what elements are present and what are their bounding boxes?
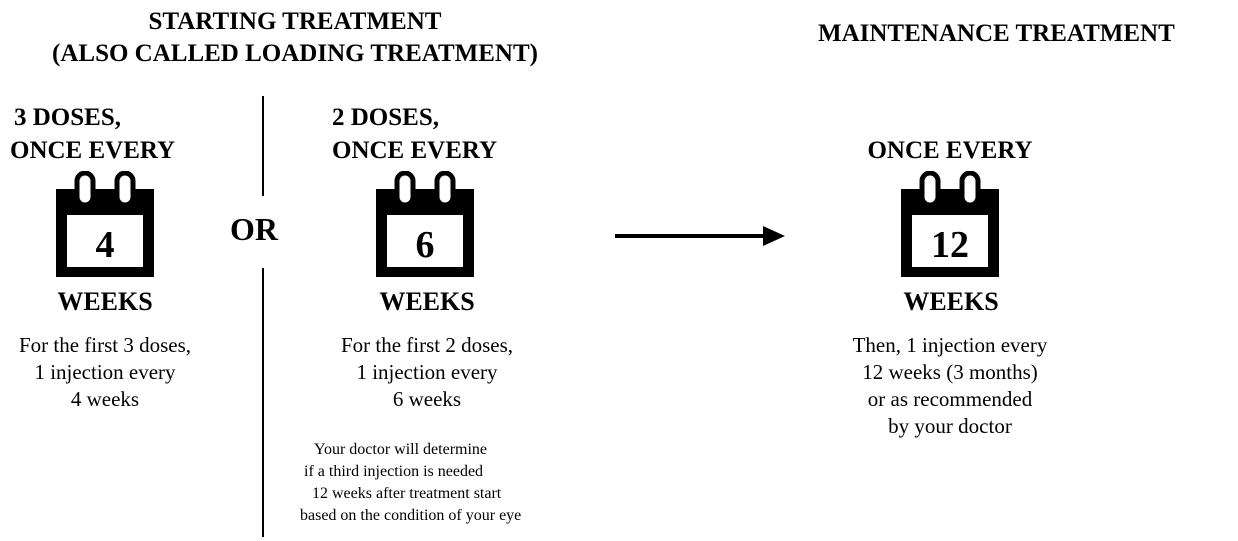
desc-line: 6 weeks	[392, 387, 462, 411]
calendar-number: 12	[931, 224, 969, 266]
desc-line: 1 injection every	[356, 360, 498, 384]
option-a-once-every: ONCE EVERY	[10, 137, 176, 164]
note-line: 12 weeks after treatment start	[312, 485, 502, 502]
calendar-icon: 4	[56, 171, 154, 277]
option-b-once-every: ONCE EVERY	[332, 137, 498, 164]
maintenance-weeks: WEEKS	[903, 287, 999, 316]
desc-line: 12 weeks (3 months)	[862, 360, 1038, 384]
starting-treatment-heading: STARTING TREATMENT (ALSO CALLED LOADING …	[0, 6, 590, 70]
desc-line: For the first 3 doses,	[18, 333, 192, 357]
or-label: OR	[230, 211, 278, 247]
note-line: based on the condition of your eye	[300, 507, 522, 524]
option-b-note: Your doctor will determine if a third in…	[300, 439, 521, 527]
maintenance-once-every: ONCE EVERY	[867, 137, 1033, 164]
maintenance-description: Then, 1 injection every 12 weeks (3 mont…	[790, 332, 1110, 440]
option-b-weeks: WEEKS	[379, 287, 475, 316]
desc-line: 4 weeks	[70, 387, 140, 411]
note-line: if a third injection is needed	[304, 463, 484, 480]
maintenance-treatment-title: MAINTENANCE TREATMENT	[818, 20, 1175, 47]
divider-bottom	[262, 268, 264, 537]
starting-treatment-subtitle: (ALSO CALLED LOADING TREATMENT)	[52, 40, 538, 67]
divider-top	[262, 96, 264, 196]
right-arrow-icon	[615, 226, 785, 246]
calendar-icon: 6	[376, 171, 474, 277]
desc-line: by your doctor	[888, 414, 1012, 438]
desc-line: Then, 1 injection every	[852, 333, 1048, 357]
desc-line: or as recommended	[867, 387, 1033, 411]
option-b-description: For the first 2 doses, 1 injection every…	[267, 332, 587, 413]
note-line: Your doctor will determine	[314, 441, 488, 458]
starting-treatment-title: STARTING TREATMENT	[148, 8, 442, 35]
calendar-icon: 12	[901, 171, 999, 277]
desc-line: For the first 2 doses,	[340, 333, 514, 357]
option-a-description: For the first 3 doses, 1 injection every…	[0, 332, 300, 413]
option-a-weeks: WEEKS	[57, 287, 153, 316]
calendar-number: 6	[416, 224, 435, 266]
calendar-number: 4	[96, 224, 115, 266]
option-b-doses: 2 DOSES,	[332, 104, 439, 131]
desc-line: 1 injection every	[34, 360, 176, 384]
option-a-doses: 3 DOSES,	[14, 104, 121, 131]
